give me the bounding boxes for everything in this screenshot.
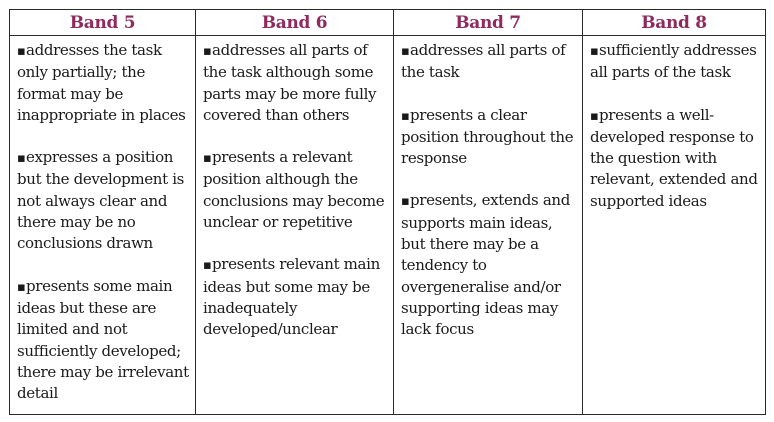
bullet-icon: ▪ bbox=[17, 44, 26, 59]
descriptors-row: ▪addresses the task only partially; the … bbox=[9, 35, 766, 415]
band-7-heading: Band 7 bbox=[393, 9, 583, 36]
bullet-icon: ▪ bbox=[401, 194, 410, 210]
descriptor-text: presents a relevant position although th… bbox=[203, 148, 385, 232]
descriptor-item: ▪presents some main ideas but these are … bbox=[17, 276, 189, 405]
band-6-cell: ▪addresses all parts of the task althoug… bbox=[195, 35, 394, 415]
descriptor-item: ▪addresses all parts of the task bbox=[401, 40, 576, 84]
descriptor-text: presents some main ideas but these are l… bbox=[17, 276, 189, 403]
bullet-icon: ▪ bbox=[17, 279, 26, 295]
band-7-cell: ▪addresses all parts of the task ▪presen… bbox=[393, 35, 583, 415]
descriptor-text: addresses all parts of the task although… bbox=[203, 41, 377, 124]
descriptor-item: ▪presents a clear position throughout th… bbox=[401, 105, 576, 170]
bullet-icon: ▪ bbox=[203, 258, 212, 274]
bullet-icon: ▪ bbox=[203, 151, 212, 167]
descriptor-text: addresses the task only partially; the f… bbox=[17, 41, 186, 124]
band-descriptors-table: Band 5 Band 6 Band 7 Band 8 ▪addresses t… bbox=[9, 9, 766, 415]
bullet-icon: ▪ bbox=[590, 108, 599, 124]
descriptor-item: ▪presents a well-developed response to t… bbox=[590, 105, 759, 212]
descriptor-text: sufficiently addresses all parts of the … bbox=[590, 41, 757, 82]
descriptor-text: presents a clear position throughout the… bbox=[401, 105, 574, 168]
descriptor-text: addresses all parts of the task bbox=[401, 41, 566, 82]
descriptor-item: ▪expresses a position but the developmen… bbox=[17, 147, 189, 254]
descriptor-text: presents, extends and supports main idea… bbox=[401, 191, 570, 339]
bullet-icon: ▪ bbox=[203, 44, 212, 59]
descriptor-item: ▪sufficiently addresses all parts of the… bbox=[590, 40, 759, 84]
band-6-heading: Band 6 bbox=[195, 9, 394, 36]
descriptor-item: ▪presents a relevant position although t… bbox=[203, 147, 387, 233]
band-5-heading: Band 5 bbox=[9, 9, 196, 36]
descriptor-item: ▪presents, extends and supports main ide… bbox=[401, 190, 576, 340]
band-8-heading: Band 8 bbox=[582, 9, 766, 36]
band-8-cell: ▪sufficiently addresses all parts of the… bbox=[582, 35, 766, 415]
band-5-cell: ▪addresses the task only partially; the … bbox=[9, 35, 196, 415]
descriptor-item: ▪presents relevant main ideas but some m… bbox=[203, 254, 387, 340]
bullet-icon: ▪ bbox=[401, 44, 410, 59]
header-row: Band 5 Band 6 Band 7 Band 8 bbox=[9, 9, 766, 36]
descriptor-text: expresses a position but the development… bbox=[17, 148, 185, 253]
bullet-icon: ▪ bbox=[401, 108, 410, 124]
descriptor-item: ▪addresses all parts of the task althoug… bbox=[203, 40, 387, 126]
bullet-icon: ▪ bbox=[590, 44, 599, 59]
bullet-icon: ▪ bbox=[17, 151, 26, 167]
descriptor-text: presents a well-developed response to th… bbox=[590, 105, 758, 210]
descriptor-item: ▪addresses the task only partially; the … bbox=[17, 40, 189, 126]
descriptor-text: presents relevant main ideas but some ma… bbox=[203, 255, 380, 339]
